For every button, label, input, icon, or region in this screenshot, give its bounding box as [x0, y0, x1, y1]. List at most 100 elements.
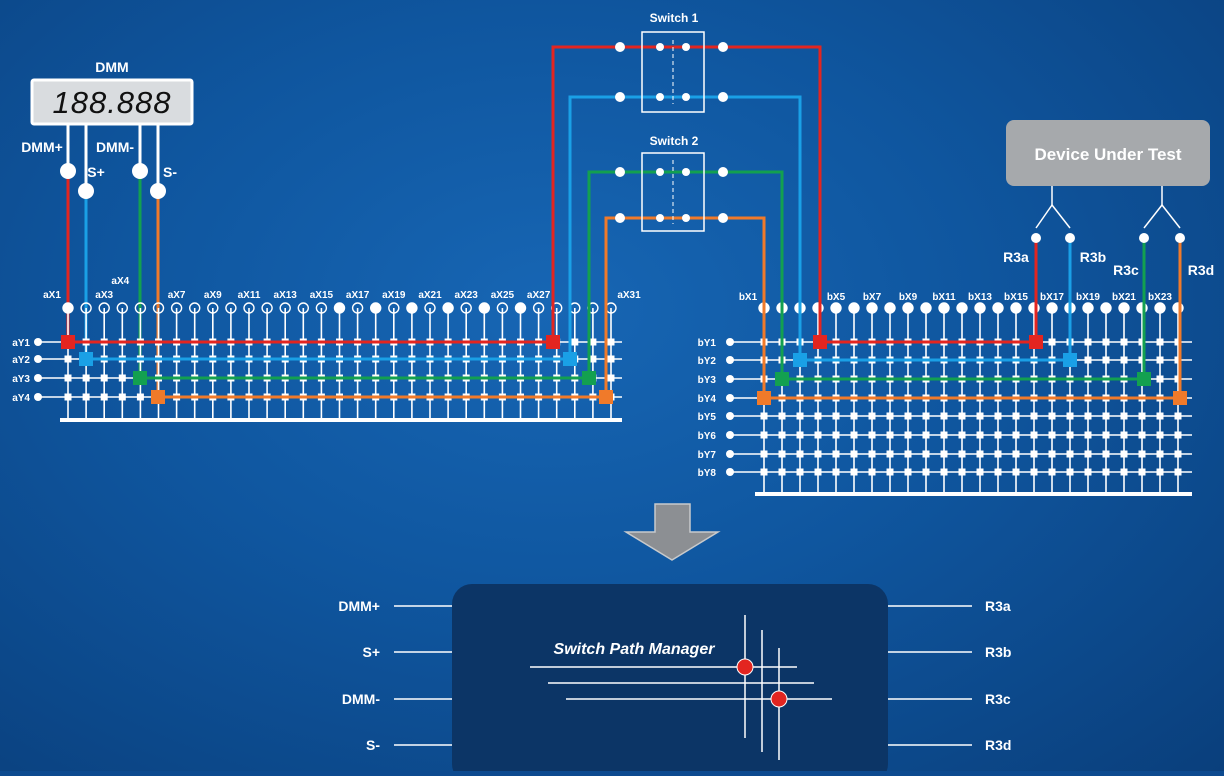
- matrix-b-column-terminal: [956, 302, 968, 314]
- matrix-a-column-label: aX21: [418, 290, 442, 301]
- matrix-b-row-label: bY7: [698, 450, 717, 461]
- switch-1-label: Switch 1: [650, 11, 699, 25]
- matrix-b-crosspoint: [922, 412, 930, 420]
- matrix-a-column-terminal: [261, 302, 273, 314]
- matrix-b-column-terminal: [1082, 302, 1094, 314]
- spm-right-label-r3b: R3b: [985, 644, 1011, 660]
- matrix-b-row-terminal: [726, 431, 734, 439]
- matrix-b-column-label: bX7: [863, 292, 882, 303]
- matrix-b-crosspoint: [1084, 450, 1092, 458]
- matrix-b-crosspoint: [1138, 468, 1146, 476]
- matrix-b-crosspoint: [1174, 338, 1182, 346]
- matrix-b-row-terminal: [726, 356, 734, 364]
- matrix-b-column-label: bX1: [739, 292, 758, 303]
- dmm-display: [30, 78, 194, 126]
- dut-pin-r3d: R3d: [1188, 262, 1214, 278]
- matrix-b-crosspoint: [1156, 450, 1164, 458]
- matrix-b-crosspoint: [958, 450, 966, 458]
- matrix-a-column-terminal: [370, 302, 382, 314]
- spm-right-lines: [888, 605, 972, 746]
- matrix-a-row-label: aY4: [12, 393, 30, 404]
- matrix-a-crosspoint: [64, 355, 72, 363]
- matrix-b-row-label: bY3: [698, 375, 717, 386]
- matrix-b-crosspoint: [904, 412, 912, 420]
- matrix-b-crosspoint: [1084, 431, 1092, 439]
- matrix-a-crosspoint: [64, 374, 72, 382]
- matrix-a-column-label: aX3: [95, 290, 113, 301]
- matrix-b-row-terminal: [726, 375, 734, 383]
- matrix-a-column-terminal: [279, 302, 291, 314]
- matrix-b-crosspoint: [1084, 356, 1092, 364]
- matrix-b-crosspoint: [850, 468, 858, 476]
- matrix-b-crosspoint: [1030, 468, 1038, 476]
- matrix-a-crosspoint: [118, 393, 126, 401]
- terminal-label-dmm-minus: DMM-: [96, 139, 134, 155]
- matrix-b-crosspoint: [1066, 431, 1074, 439]
- matrix-b-crosspoint: [868, 412, 876, 420]
- matrix-a-column-label: aX1: [43, 290, 61, 301]
- matrix-b-crosspoint: [940, 412, 948, 420]
- matrix-b-crosspoint: [1102, 412, 1110, 420]
- matrix-b-crosspoint: [1138, 431, 1146, 439]
- matrix-b-crosspoint: [1012, 450, 1020, 458]
- orange-switch-wire: [604, 216, 766, 397]
- matrix-b-column-terminal: [866, 302, 878, 314]
- matrix-b-crosspoint: [1012, 431, 1020, 439]
- matrix-b-crosspoint: [832, 450, 840, 458]
- matrix-b-column-terminal: [992, 302, 1004, 314]
- switch-2-box: [641, 152, 705, 232]
- matrix-b-crosspoint: [1048, 412, 1056, 420]
- down-arrow-icon: [623, 503, 721, 561]
- dut-pin-r3c: R3c: [1113, 262, 1139, 278]
- matrix-b-crosspoint: [1030, 431, 1038, 439]
- terminal-label-s-plus: S+: [87, 164, 105, 180]
- matrix-b-crosspoint: [1102, 431, 1110, 439]
- matrix-a-column-label: aX27: [527, 290, 551, 301]
- matrix-b-column-terminal: [938, 302, 950, 314]
- terminal-label-dmm-plus: DMM+: [21, 139, 63, 155]
- matrix-b-crosspoint: [1120, 338, 1128, 346]
- matrix-a-column-label: aX4: [111, 276, 129, 287]
- matrix-b-crosspoint: [814, 450, 822, 458]
- matrix-a-column-terminal: [406, 302, 418, 314]
- matrix-b-crosspoint: [1102, 356, 1110, 364]
- spm-left-label-s-plus: S+: [362, 644, 380, 660]
- matrix-b-crosspoint: [1138, 450, 1146, 458]
- matrix-b-crosspoint: [922, 450, 930, 458]
- matrix-b-row-terminal: [726, 394, 734, 402]
- matrix-b-crosspoint: [778, 412, 786, 420]
- matrix-b-column-label: bX5: [827, 292, 846, 303]
- matrix-a-crosspoint: [607, 338, 615, 346]
- matrix-b-crosspoint: [760, 450, 768, 458]
- spm-left-label-dmm-plus: DMM+: [338, 598, 380, 614]
- matrix-b-crosspoint: [1120, 468, 1128, 476]
- matrix-b-column-label: bX21: [1112, 292, 1136, 303]
- matrix-b-crosspoint: [1156, 431, 1164, 439]
- matrix-a-crosspoint: [136, 393, 144, 401]
- matrix-a-row-label: aY3: [12, 374, 30, 385]
- spm-left-label-s-minus: S-: [366, 737, 380, 753]
- matrix-a-column-label: aX25: [491, 290, 515, 301]
- matrix-b-column-terminal: [830, 302, 842, 314]
- matrix-b-column-terminal: [902, 302, 914, 314]
- matrix-b-crosspoint: [994, 450, 1002, 458]
- matrix-a-crosspoint: [100, 393, 108, 401]
- matrix-b-crosspoint: [1012, 412, 1020, 420]
- matrix-b-crosspoint: [904, 468, 912, 476]
- spm-right-label-r3d: R3d: [985, 737, 1011, 753]
- spm-box: [452, 584, 888, 776]
- matrix-a-column-label: aX11: [238, 290, 261, 301]
- matrix-b-crosspoint: [760, 468, 768, 476]
- matrix-a-column-terminal: [116, 302, 129, 314]
- matrix-b-crosspoint: [1048, 468, 1056, 476]
- matrix-a-column-terminal: [62, 302, 74, 314]
- matrix-a-crosspoint: [607, 374, 615, 382]
- matrix-b-column-terminal: [884, 302, 896, 314]
- matrix-b-column-label: bX13: [968, 292, 992, 303]
- matrix-a-column-terminal: [98, 302, 110, 314]
- matrix-a-crosspoint: [589, 355, 597, 363]
- matrix-a-column-terminal: [424, 302, 436, 314]
- matrix-b-crosspoint: [922, 431, 930, 439]
- matrix-b-green-closed-relay: [1137, 372, 1151, 386]
